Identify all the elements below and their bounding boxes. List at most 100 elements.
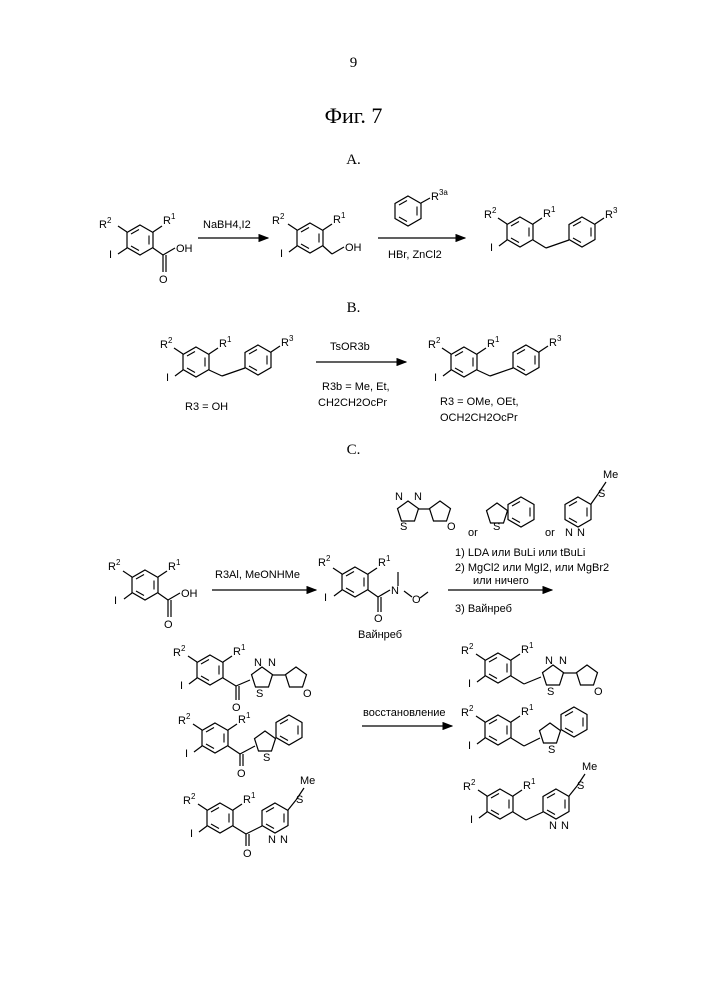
- iodine-label: I: [280, 248, 283, 260]
- molecule-c2-weinreb: R2 R1 I N O O Вайнреб: [318, 554, 428, 641]
- product-thiadiazole: R2 R1 I N N S O: [461, 641, 603, 698]
- oxygen-label: O: [594, 686, 603, 698]
- r2-label: R2: [99, 216, 112, 231]
- sulfur-label: S: [548, 744, 555, 756]
- scheme-a: R2 R1 I OH O NaBH4,I2 R2 R1 I OH R3a: [99, 188, 618, 286]
- nitrogen-label: N: [549, 820, 557, 832]
- iodine-label: I: [114, 595, 117, 607]
- r2-label: R2: [318, 554, 331, 569]
- r1-label: R1: [243, 791, 256, 806]
- scheme-b: R2 R1 R3 I R3 = OH TsOR3b R3b = Me, Et, …: [160, 334, 562, 424]
- r2-label: R2: [272, 212, 285, 227]
- oxygen-label: O: [164, 619, 173, 631]
- molecule-a2: R2 R1 I OH: [272, 211, 362, 260]
- nitrogen-label: N: [280, 834, 288, 846]
- r1-label: R1: [219, 335, 232, 350]
- weinreb-label: Вайнреб: [358, 629, 402, 641]
- sulfur-label: S: [577, 780, 584, 792]
- r1-label: R1: [523, 777, 536, 792]
- r2-label: R2: [463, 778, 476, 793]
- nitrogen-label: N: [545, 655, 553, 667]
- reagent-hbr: HBr, ZnCl2: [388, 249, 442, 261]
- r3-label: R3: [605, 206, 618, 221]
- heteroaryl-options: N N S O or S or S Me N N: [395, 469, 618, 539]
- sulfur-label: S: [400, 521, 407, 533]
- oxygen-label: O: [159, 274, 168, 286]
- r2-label: R2: [178, 712, 191, 727]
- r1-label: R1: [487, 335, 500, 350]
- product-condition-2: OCH2CH2OcPr: [440, 412, 518, 424]
- nitrogen-label: N: [268, 834, 276, 846]
- r2-label: R2: [461, 704, 474, 719]
- r2-label: R2: [173, 644, 186, 659]
- nitrogen-label: N: [254, 657, 262, 669]
- iodine-label: I: [180, 680, 183, 692]
- r1-label: R1: [378, 554, 391, 569]
- sulfur-label: S: [547, 686, 554, 698]
- reagent-nabh4: NaBH4,I2: [203, 219, 251, 231]
- sm-condition-label: R3 = OH: [185, 401, 228, 413]
- step-1: 1) LDA или BuLi или tBuLi: [455, 547, 585, 559]
- r1-label: R1: [521, 703, 534, 718]
- molecule-c1: R2 R1 I OH O: [108, 558, 198, 631]
- nitrogen-label: N: [565, 527, 573, 539]
- or-label-2: or: [545, 527, 555, 539]
- r1-label: R1: [233, 643, 246, 658]
- r1-label: R1: [521, 641, 534, 656]
- nitrogen-label: N: [414, 491, 422, 503]
- iodine-label: I: [468, 678, 471, 690]
- oxygen-label: O: [374, 613, 383, 625]
- oxygen-label: O: [447, 521, 456, 533]
- r2-label: R2: [428, 336, 441, 351]
- step-3: 3) Вайнреб: [455, 603, 512, 615]
- hydroxyl-label: OH: [181, 588, 198, 600]
- ketone-pyridazine: R2 R1 I O S Me N N: [183, 775, 315, 860]
- r1-label: R1: [168, 558, 181, 573]
- step-2b: или ничего: [473, 575, 529, 587]
- reagent-r3al: R3Al, MeONHMe: [215, 569, 300, 581]
- r3-label: R3: [549, 334, 562, 349]
- r2-label: R2: [108, 558, 121, 573]
- nitrogen-label: N: [561, 820, 569, 832]
- nitrogen-label: N: [391, 585, 399, 597]
- molecule-b1: R2 R1 R3 I R3 = OH: [160, 334, 294, 413]
- iodine-label: I: [166, 372, 169, 384]
- oxygen-label: O: [243, 848, 252, 860]
- reagent-tsor: TsOR3b: [330, 341, 370, 353]
- ketone-thiadiazole: R2 R1 I O N N S O: [173, 643, 312, 714]
- oxygen-label: O: [412, 594, 421, 606]
- condition-r3b: R3b = Me, Et,: [322, 381, 390, 393]
- r1-label: R1: [238, 711, 251, 726]
- r3-label: R3: [281, 334, 294, 349]
- sulfur-label: S: [263, 752, 270, 764]
- r2-label: R2: [183, 792, 196, 807]
- scheme-c: N N S O or S or S Me N N: [108, 469, 618, 860]
- molecule-a-reagent: R3a: [395, 188, 448, 226]
- oxygen-label: O: [232, 702, 241, 714]
- hydroxyl-label: OH: [345, 242, 362, 254]
- hydroxyl-label: OH: [176, 243, 193, 255]
- sulfur-label: S: [256, 688, 263, 700]
- r2-label: R2: [484, 206, 497, 221]
- iodine-label: I: [470, 814, 473, 826]
- molecule-a1: R2 R1 I OH O: [99, 212, 193, 286]
- iodine-label: I: [490, 242, 493, 254]
- oxygen-label: O: [303, 688, 312, 700]
- nitrogen-label: N: [268, 657, 276, 669]
- or-label-1: or: [468, 527, 478, 539]
- iodine-label: I: [109, 249, 112, 261]
- iodine-label: I: [190, 828, 193, 840]
- sulfur-label: S: [296, 794, 303, 806]
- sulfur-label: S: [493, 521, 500, 533]
- r3a-label: R3a: [431, 188, 448, 203]
- nitrogen-label: N: [559, 655, 567, 667]
- molecule-b2: R2 R1 R3 I R3 = OMe, OEt, OCH2CH2OcPr: [428, 334, 562, 424]
- product-pyridazine: R2 R1 I S Me N N: [463, 761, 597, 832]
- condition-cpr: CH2CH2OcPr: [318, 397, 387, 409]
- methyl-label: Me: [582, 761, 597, 773]
- product-condition-1: R3 = OMe, OEt,: [440, 396, 519, 408]
- iodine-label: I: [324, 592, 327, 604]
- iodine-label: I: [434, 372, 437, 384]
- molecule-a3: R2 R1 R3 I: [484, 205, 618, 254]
